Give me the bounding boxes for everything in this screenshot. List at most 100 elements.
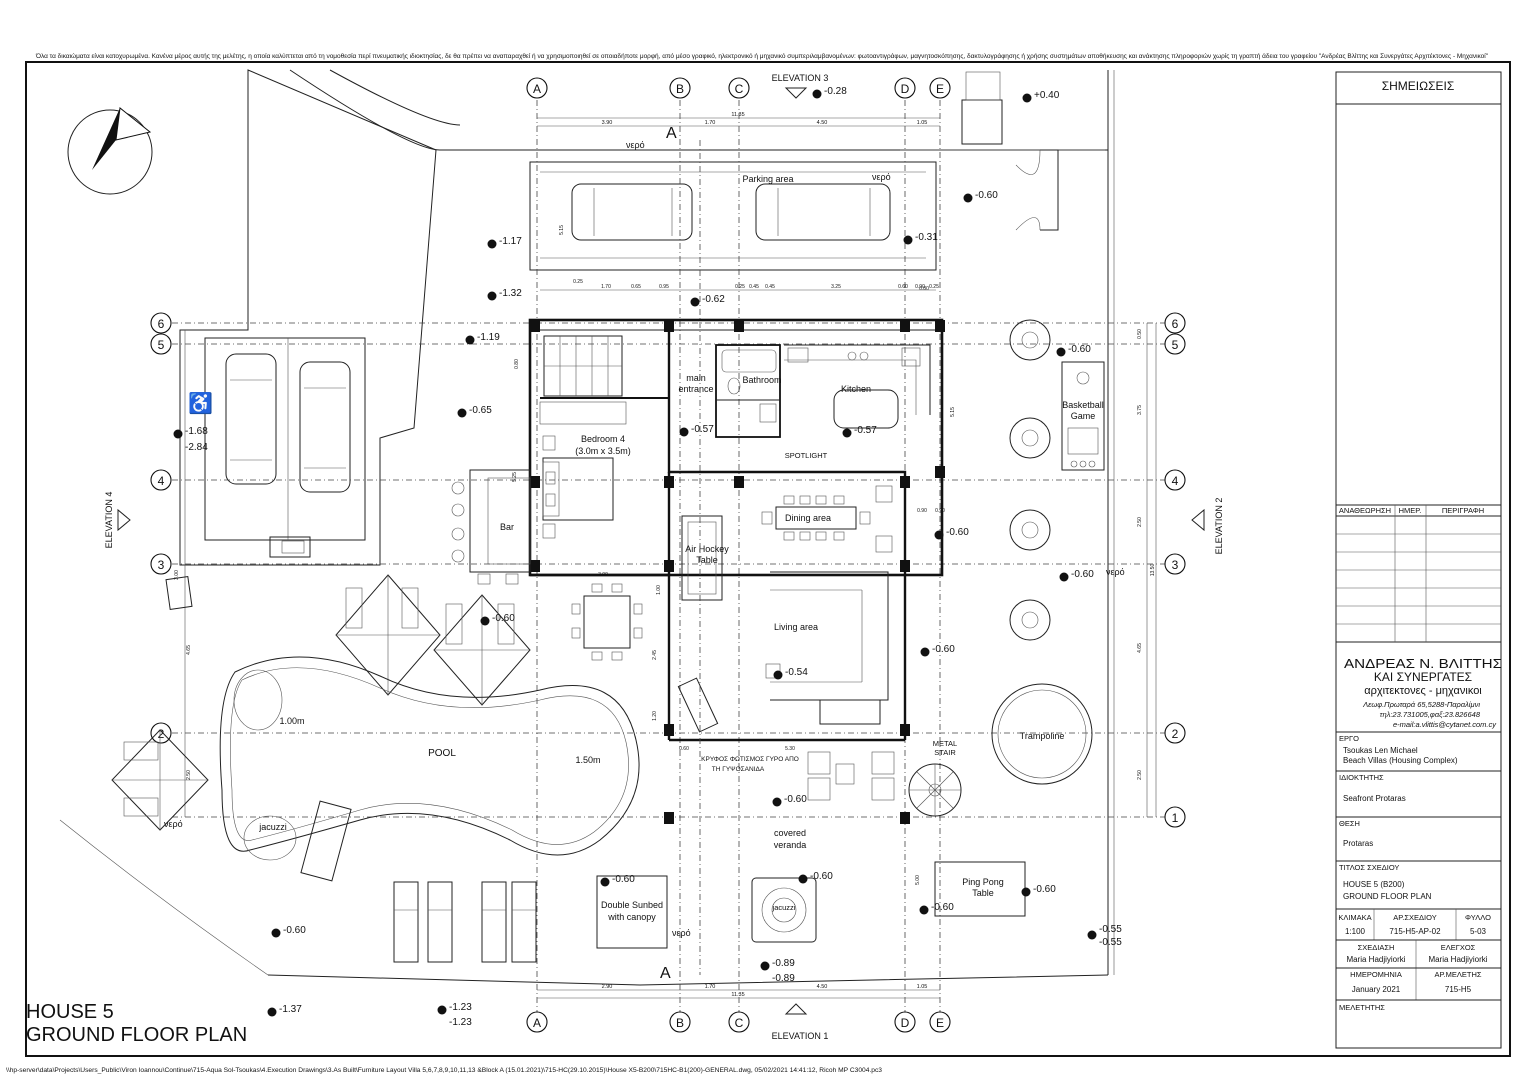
dining-label: Dining area xyxy=(785,513,831,523)
ping-pong-label-1: Ping Pong xyxy=(962,877,1004,887)
level-mark: -0.60 xyxy=(1059,569,1094,582)
bathroom-fixtures xyxy=(721,349,777,423)
pool xyxy=(219,656,640,882)
level-mark: -0.54 xyxy=(773,667,808,680)
grid-col-b-bottom: B xyxy=(676,1016,684,1030)
drawn-label: ΣΧΕΔΙΑΣΗ xyxy=(1358,943,1395,952)
project-value-2: Beach Villas (Housing Complex) xyxy=(1343,756,1458,765)
level-mark: -1.68-2.84 xyxy=(173,426,208,453)
side-parking-structure xyxy=(179,69,437,566)
ping-pong-label-2: Table xyxy=(972,888,994,898)
svg-text:-0.60: -0.60 xyxy=(1033,884,1056,895)
double-sunbed xyxy=(596,875,668,949)
svg-text:-0.60: -0.60 xyxy=(946,527,969,538)
grid-row-6-right: 6 xyxy=(1172,317,1179,331)
owner-label: ΙΔΙΟΚΤΗΤΗΣ xyxy=(1339,773,1384,782)
dim-misc-2: 5.30 xyxy=(785,746,795,752)
drawing-frame xyxy=(25,61,1511,1057)
dim-inner-5: 0.25 xyxy=(735,284,745,290)
svg-text:-0.89: -0.89 xyxy=(772,973,795,984)
small-jacuzzi xyxy=(751,877,817,943)
section-marks: A A xyxy=(660,125,701,982)
level-mark: -0.60 xyxy=(920,644,955,657)
svg-text:-0.62: -0.62 xyxy=(702,294,725,305)
date-label: ΗΜΕΡΟΜΗΝΙΑ xyxy=(1350,970,1402,979)
basketball-label-1: Basketball xyxy=(1062,400,1104,410)
svg-text:-1.68: -1.68 xyxy=(185,426,208,437)
pool-label: POOL xyxy=(428,748,456,759)
level-mark: -0.60 xyxy=(919,902,954,915)
accessible-parking-icon: ♿ xyxy=(188,391,213,415)
double-sunbed-label-1: Double Sunbed xyxy=(601,900,663,910)
dim-inner-10: 0.90 xyxy=(915,284,925,290)
sheet-value: 5-03 xyxy=(1470,927,1487,936)
level-mark: -1.32 xyxy=(487,288,522,301)
elevation-markers: ELEVATION 3 ELEVATION 1 ELEVATION 4 ELEV… xyxy=(104,73,1224,1041)
dim-right-5: 4.65 xyxy=(1137,643,1143,653)
svg-text:-1.32: -1.32 xyxy=(499,288,522,299)
water-label-3: νερό xyxy=(1106,567,1125,577)
dim-bottom-2: 1.70 xyxy=(705,984,716,990)
checked-label: ΕΛΕΓΧΟΣ xyxy=(1441,943,1476,952)
firm-phone: τηλ:23.731005,φαξ:23.826648 xyxy=(1380,710,1481,719)
level-marks: +0.40 -0.28 -0.60 -1.17 -0.31 -1.32 -0.6… xyxy=(173,86,1122,1028)
firm-email: e-mail:a.vlittis@cytanet.com.cy xyxy=(1393,720,1497,729)
elevation-bottom-label: ELEVATION 1 xyxy=(772,1031,829,1041)
trampoline xyxy=(991,683,1093,785)
light-note-2: ΤΗ ΓΥΨΟΣΑΝΙΔΑ xyxy=(712,766,765,773)
dim-right-2: 3.75 xyxy=(1137,405,1143,415)
drawing-no-value: 715-H5-AP-02 xyxy=(1389,927,1441,936)
dim-top-5: 1.05 xyxy=(917,120,928,126)
level-mark: -0.60 xyxy=(1056,344,1091,357)
title-label: ΤΙΤΛΟΣ ΣΧΕΔΙΟΥ xyxy=(1339,863,1399,872)
dim-top-1: 3.90 xyxy=(602,120,613,126)
dim-inner-9: 0.60 xyxy=(898,284,908,290)
pool-depth-deep: 1.50m xyxy=(575,755,600,765)
svg-text:-0.60: -0.60 xyxy=(492,613,515,624)
veranda-label-1: covered xyxy=(774,828,806,838)
dim-top-2: 1.70 xyxy=(705,120,716,126)
level-mark: -0.57 xyxy=(842,425,877,438)
light-note-1: ΚΡΥΦΟΣ ΦΩΤΙΣΜΟΣ ΓΥΡΟ ΑΠΟ xyxy=(701,756,799,763)
water-label-5: νερό xyxy=(672,928,691,938)
level-mark: -0.89-0.89 xyxy=(760,958,795,984)
svg-text:-0.60: -0.60 xyxy=(1068,344,1091,355)
grid-col-b-top: B xyxy=(676,82,684,96)
dim-right-6: 2.50 xyxy=(1137,770,1143,780)
svg-text:-1.37: -1.37 xyxy=(279,1004,302,1015)
svg-text:-0.60: -0.60 xyxy=(784,794,807,805)
notes-header: ΣΗΜΕΙΩΣΕΙΣ xyxy=(1382,79,1455,93)
study-no-label: ΑΡ.ΜΕΛΕΤΗΣ xyxy=(1434,970,1481,979)
location-value: Protaras xyxy=(1343,839,1373,848)
dim-bottom-3: 11.35 xyxy=(731,992,744,998)
trees xyxy=(1009,319,1051,641)
title-value-1: HOUSE 5 (B200) xyxy=(1343,880,1405,889)
date-value: January 2021 xyxy=(1352,985,1401,994)
basketball-game xyxy=(1061,361,1105,471)
section-mark-top: A xyxy=(666,125,677,142)
title-value-2: GROUND FLOOR PLAN xyxy=(1343,892,1432,901)
grid-row-1-right: 1 xyxy=(1172,811,1179,825)
bathroom-label: Bathroom xyxy=(742,375,781,385)
study-no-value: 715-H5 xyxy=(1445,985,1472,994)
dim-right-4: 13.50 xyxy=(1150,564,1156,577)
dim-inner-1: 0.25 xyxy=(573,279,583,285)
drawn-value: Maria Hadjiyiorki xyxy=(1346,955,1405,964)
grid-row-5-left: 5 xyxy=(158,338,165,352)
drawing-title-2: GROUND FLOOR PLAN xyxy=(26,1024,247,1046)
dim-misc-6: 1.00 xyxy=(656,585,662,595)
firm-name-1: ΑΝΔΡΕΑΣ Ν. ΒΛΙΤΤΗΣ xyxy=(1344,656,1502,671)
firm-name-2: ΚΑΙ ΣΥΝΕΡΓΑΤΕΣ xyxy=(1374,670,1472,684)
rev-col-date: ΗΜΕΡ. xyxy=(1399,506,1422,515)
entrance-gate xyxy=(961,71,1059,231)
level-mark: -0.62 xyxy=(690,294,725,307)
rev-col-revision: ΑΝΑΘΕΩΡΗΣΗ xyxy=(1339,506,1391,515)
dim-misc-7: 2.45 xyxy=(652,650,658,660)
air-hockey-label-1: Air Hockey xyxy=(685,544,729,554)
sun-loungers xyxy=(393,881,537,963)
dim-inner-3: 0.65 xyxy=(631,284,641,290)
svg-text:-0.60: -0.60 xyxy=(975,190,998,201)
level-mark: -1.19 xyxy=(465,332,500,345)
svg-text:-1.17: -1.17 xyxy=(499,236,522,247)
